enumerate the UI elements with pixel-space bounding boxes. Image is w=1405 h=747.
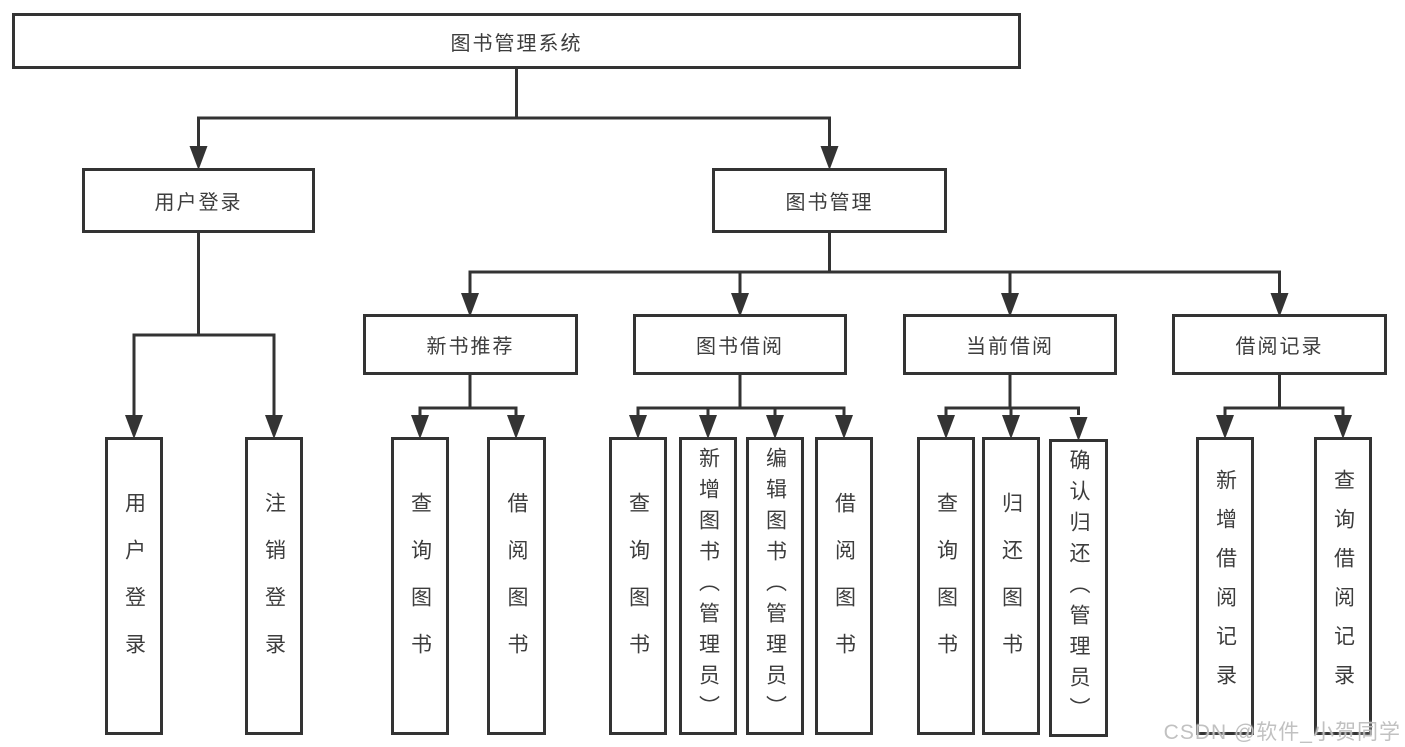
node-book-borrowing-label: 图书借阅: [696, 336, 784, 358]
leaf-logout: 注销登录: [245, 437, 303, 735]
leaf-confirm-return-admin-label: 确认归还（管理员）: [1067, 448, 1091, 728]
node-library-system-label: 图书管理系统: [450, 32, 583, 55]
leaf-edit-books-admin-label: 编辑图书（管理员）: [763, 446, 787, 726]
connector-bookmgmt-to-level3: [461, 231, 1289, 317]
leaf-recommend-query-books-label: 查询图书: [408, 492, 432, 680]
leaf-borrowing-query-books-label: 查询图书: [626, 492, 650, 680]
connector-newbookrec-to-leaves: [411, 373, 525, 439]
leaf-borrowing-borrow-books-label: 借阅图书: [832, 492, 856, 680]
node-current-borrowing: 当前借阅: [903, 314, 1117, 375]
node-book-management-label: 图书管理: [785, 192, 874, 214]
node-book-borrowing: 图书借阅: [633, 314, 847, 375]
leaf-user-login: 用户登录: [105, 437, 163, 735]
leaf-recommend-query-books: 查询图书: [391, 437, 449, 735]
leaf-recommend-borrow-books: 借阅图书: [487, 437, 546, 735]
leaf-query-borrow-record-label: 查询借阅记录: [1331, 469, 1355, 703]
leaf-add-borrow-record-label: 新增借阅记录: [1213, 469, 1237, 703]
leaf-return-books: 归还图书: [982, 437, 1040, 735]
node-library-system: 图书管理系统: [12, 13, 1021, 69]
leaf-borrowing-borrow-books: 借阅图书: [815, 437, 873, 735]
leaf-current-query-books: 查询图书: [917, 437, 975, 735]
connector-bookborrow-to-leaves: [629, 373, 853, 439]
node-user-login-label: 用户登录: [154, 192, 243, 214]
connector-currentborrow-to-leaves: [937, 373, 1088, 441]
connector-userlogin-to-leaves: [125, 231, 283, 439]
node-new-book-recommend: 新书推荐: [363, 314, 578, 375]
leaf-recommend-borrow-books-label: 借阅图书: [505, 492, 529, 680]
node-new-book-recommend-label: 新书推荐: [426, 336, 515, 358]
leaf-user-login-label: 用户登录: [122, 492, 146, 680]
connector-root-to-level2: [189, 66, 839, 170]
leaf-add-books-admin: 新增图书（管理员）: [679, 437, 737, 735]
leaf-confirm-return-admin: 确认归还（管理员）: [1049, 439, 1108, 737]
leaf-query-borrow-record: 查询借阅记录: [1314, 437, 1372, 735]
node-book-management: 图书管理: [712, 168, 947, 233]
node-current-borrowing-label: 当前借阅: [966, 336, 1054, 358]
leaf-add-books-admin-label: 新增图书（管理员）: [696, 446, 720, 726]
leaf-edit-books-admin: 编辑图书（管理员）: [746, 437, 804, 735]
leaf-logout-label: 注销登录: [262, 492, 286, 680]
node-borrowing-records-label: 借阅记录: [1235, 336, 1324, 358]
leaf-borrowing-query-books: 查询图书: [609, 437, 667, 735]
node-user-login: 用户登录: [82, 168, 315, 233]
leaf-return-books-label: 归还图书: [999, 492, 1023, 680]
leaf-add-borrow-record: 新增借阅记录: [1196, 437, 1254, 735]
leaf-current-query-books-label: 查询图书: [934, 492, 958, 680]
connector-borrowrecords-to-leaves: [1216, 373, 1352, 439]
watermark: CSDN @软件_小贺同学: [1163, 721, 1401, 744]
node-borrowing-records: 借阅记录: [1172, 314, 1387, 375]
